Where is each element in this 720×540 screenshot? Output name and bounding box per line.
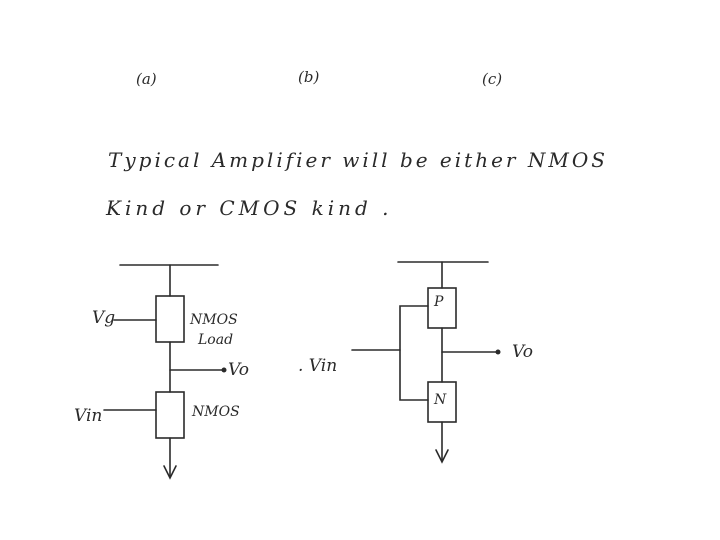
nmos-load-label-2: Load [198, 332, 234, 348]
nmos-driver-label: NMOS [192, 404, 240, 420]
label-c: (c) [482, 70, 503, 88]
vo-terminal-left [221, 367, 227, 373]
vo-terminal-right [495, 349, 501, 355]
text-line-2: Kind or CMOS kind . [106, 196, 393, 220]
ground-arrow-left-icon [163, 465, 177, 480]
vo-label-left: Vo [228, 360, 249, 380]
nmos-load-transistor [155, 295, 185, 343]
label-b: (b) [298, 68, 320, 86]
label-a: (a) [136, 70, 157, 88]
nmos-driver-transistor [155, 391, 185, 439]
ground-arrow-right-icon [435, 449, 449, 464]
nmos-load-label-1: NMOS [190, 312, 238, 328]
nmos-amplifier-circuit [103, 264, 227, 480]
vin-label-right: . Vin [298, 356, 338, 376]
cmos-amplifier-circuit [351, 261, 501, 464]
vo-label-right: Vo [512, 342, 533, 362]
vin-label-left: Vin [74, 406, 103, 426]
vg-label: Vg [92, 308, 116, 328]
nmos-label: N [434, 392, 447, 408]
common-gate-wire [399, 305, 429, 401]
text-line-1: Typical Amplifier will be either NMOS [108, 148, 608, 172]
pmos-label: P [434, 294, 444, 310]
